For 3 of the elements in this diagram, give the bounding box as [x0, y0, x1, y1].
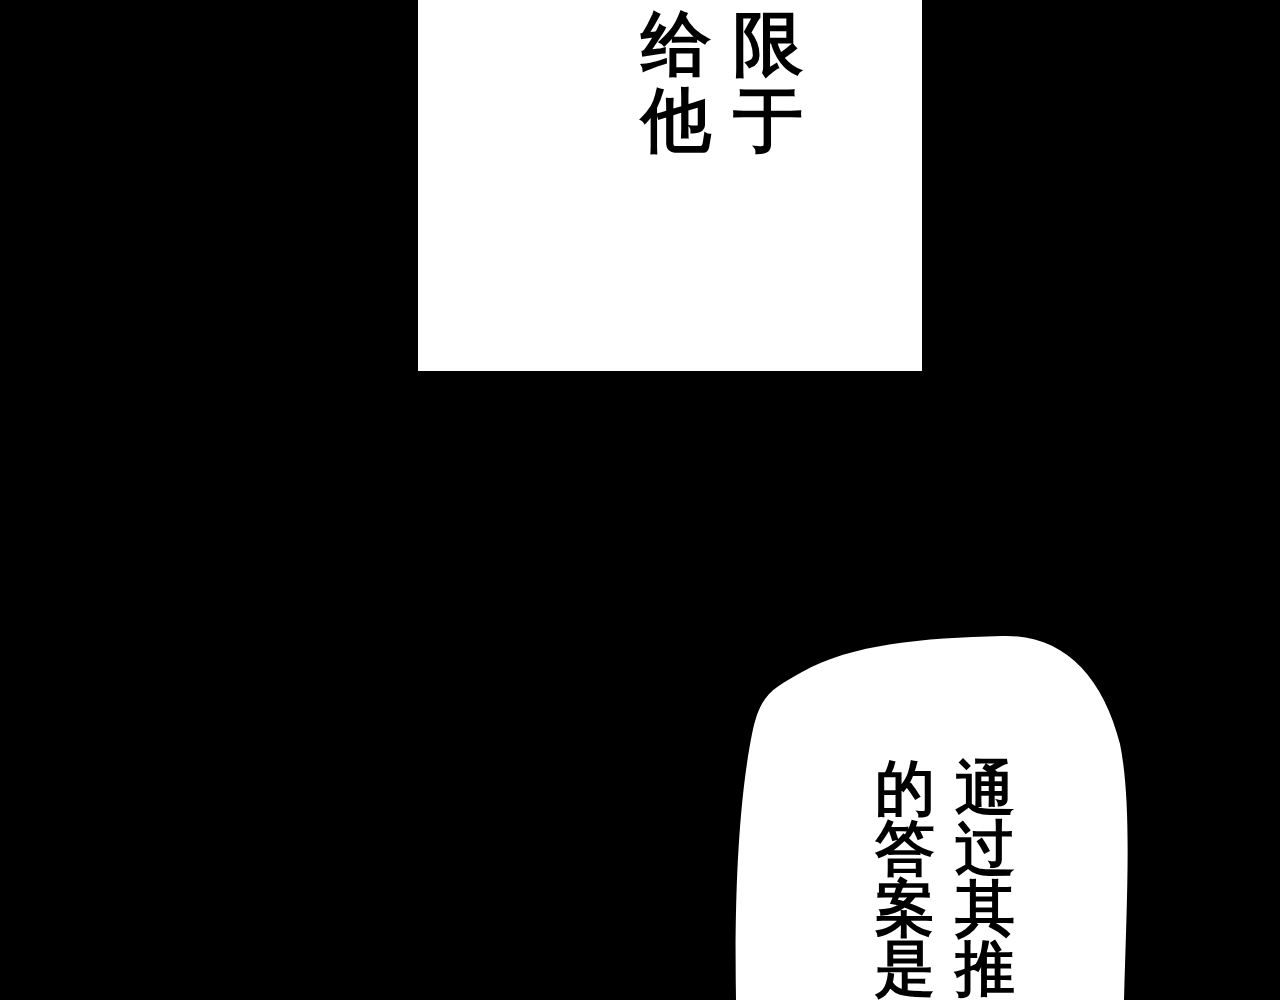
caption-text: 限于给他 — [638, 6, 804, 158]
caption-box — [418, 0, 922, 371]
speech-text: 通过其推的答案是 — [874, 758, 1016, 998]
